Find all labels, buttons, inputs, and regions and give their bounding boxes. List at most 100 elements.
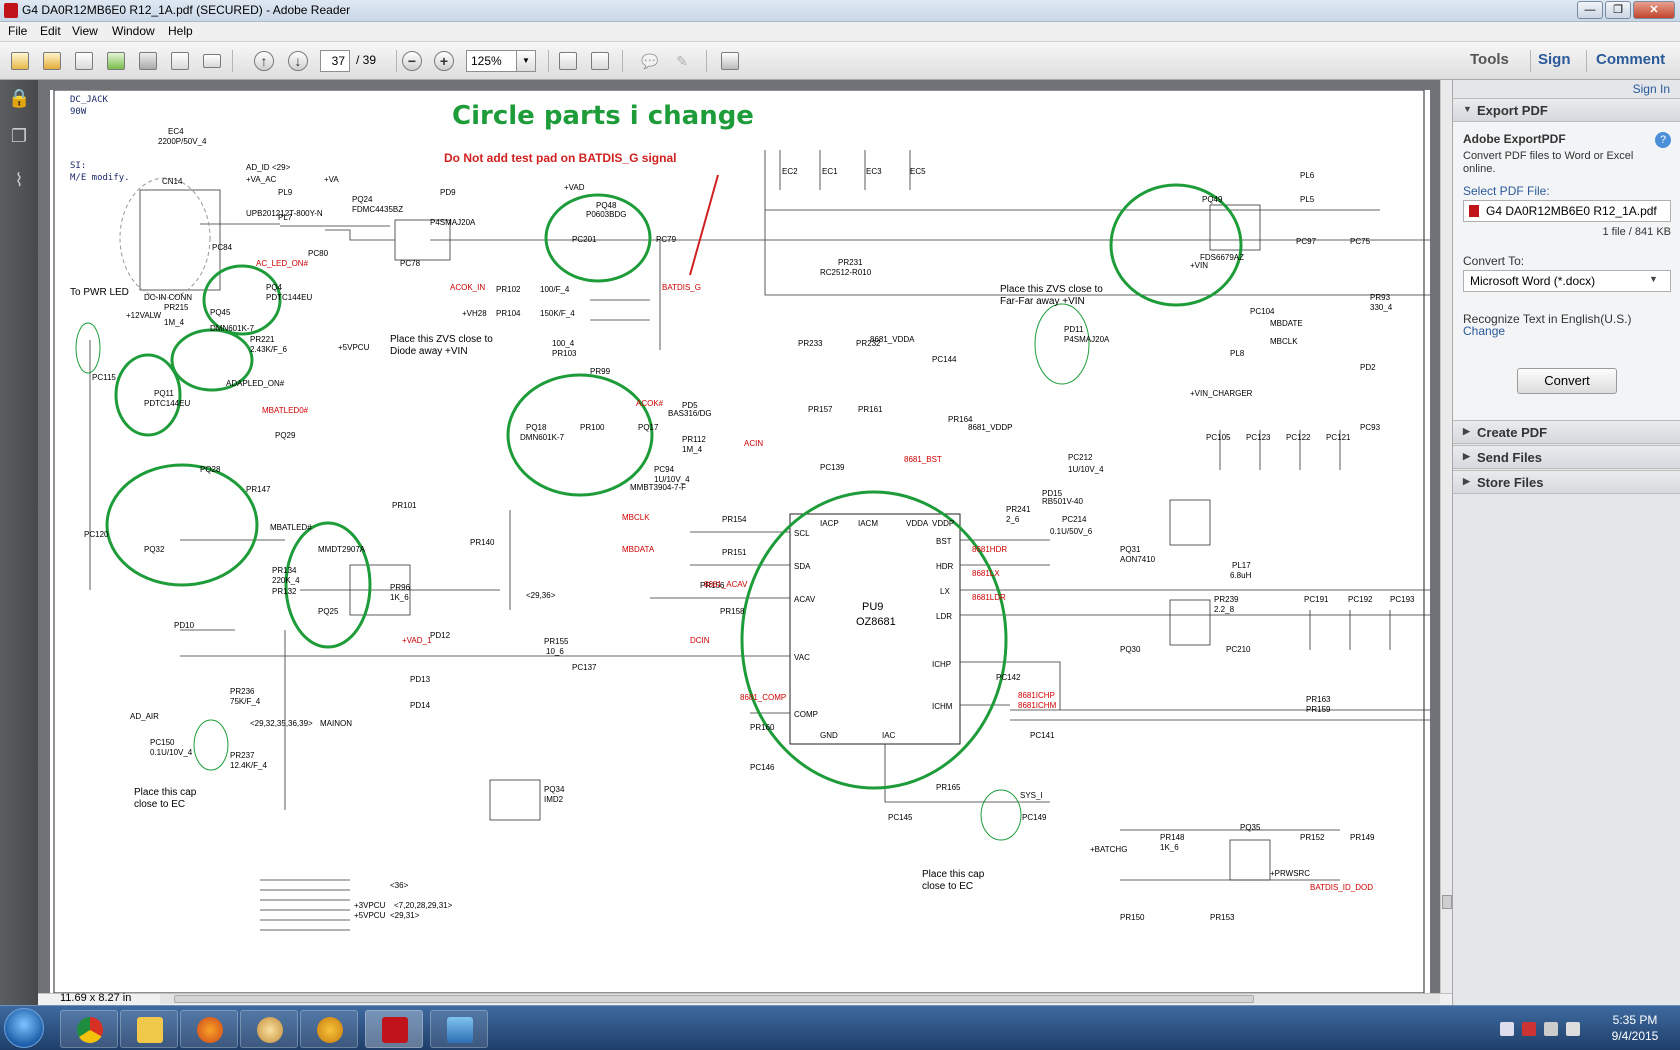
- action-center-icon[interactable]: [1522, 1022, 1536, 1036]
- schematic-label: PR165: [936, 783, 961, 792]
- schematic-label: PC104: [1250, 307, 1275, 316]
- schematic-label: PD5: [682, 401, 698, 410]
- schematic-label: 2.2_8: [1214, 605, 1235, 614]
- clock-time: 5:35 PM: [1612, 1013, 1658, 1027]
- schematic-label: PR134: [272, 566, 297, 575]
- schematic-label: 10_6: [546, 647, 564, 656]
- convert-to-select[interactable]: Microsoft Word (*.docx): [1463, 270, 1671, 292]
- schematic-label: 8681_BST: [904, 455, 942, 464]
- edit-icon[interactable]: [72, 49, 96, 73]
- media-player-icon[interactable]: [300, 1010, 358, 1048]
- collapsed-arrow-icon: ▶: [1463, 451, 1470, 461]
- comment-bubble-icon[interactable]: 💬: [641, 52, 659, 69]
- schematic-label: PC122: [1286, 433, 1311, 442]
- save-icon[interactable]: [136, 49, 160, 73]
- schematic-label: +PRWSRC: [1270, 869, 1310, 878]
- chrome-icon[interactable]: [60, 1010, 118, 1048]
- schematic-label: PR153: [1210, 913, 1235, 922]
- comment-link[interactable]: Comment: [1596, 51, 1666, 68]
- page-thumbnails-icon[interactable]: ❐: [10, 126, 28, 146]
- sign-link[interactable]: Sign: [1538, 51, 1571, 68]
- zoom-out-icon[interactable]: −: [400, 49, 424, 73]
- schematic-label: PL17: [1232, 561, 1251, 570]
- schematic-label: 8681LDR: [972, 593, 1006, 602]
- schematic-label: PR104: [496, 309, 521, 318]
- menu-edit[interactable]: Edit: [40, 24, 61, 38]
- fit-page-icon[interactable]: [556, 49, 580, 73]
- create-pdf-section-header[interactable]: ▶ Create PDF: [1453, 420, 1680, 444]
- chevron-down-icon[interactable]: ▼: [516, 50, 536, 72]
- schematic-label: MBDATE: [1270, 319, 1303, 328]
- create-pdf-icon[interactable]: [8, 49, 32, 73]
- schematic-label: 1K_6: [390, 593, 409, 602]
- pin-acav: ACAV: [794, 595, 816, 604]
- paint-icon[interactable]: [240, 1010, 298, 1048]
- schematic-label: PC214: [1062, 515, 1087, 524]
- firefox-icon[interactable]: [180, 1010, 238, 1048]
- schematic-label: BATDIS_ID_DOD: [1310, 883, 1373, 892]
- schematic-label: 100/F_4: [540, 285, 570, 294]
- clock[interactable]: 5:35 PM 9/4/2015: [1600, 1012, 1670, 1044]
- page-total: / 39: [356, 53, 377, 67]
- change-link[interactable]: Change: [1463, 324, 1506, 338]
- next-page-icon[interactable]: ↓: [286, 49, 310, 73]
- menu-help[interactable]: Help: [168, 24, 193, 38]
- menu-window[interactable]: Window: [112, 24, 155, 38]
- photo-viewer-icon[interactable]: [430, 1010, 488, 1048]
- schematic-label: <29,31>: [390, 911, 420, 920]
- help-icon[interactable]: ?: [1655, 132, 1671, 148]
- maximize-button[interactable]: ❐: [1605, 1, 1631, 19]
- menu-file[interactable]: File: [8, 24, 28, 38]
- horizontal-scrollbar[interactable]: [160, 994, 1440, 1004]
- email-icon[interactable]: [200, 49, 224, 73]
- schematic-label: 150K/F_4: [540, 309, 575, 318]
- schematic-label: 1K_6: [1160, 843, 1179, 852]
- send-files-section-header[interactable]: ▶ Send Files: [1453, 445, 1680, 469]
- attachments-icon[interactable]: ⌇: [14, 170, 24, 190]
- previous-page-icon[interactable]: ↑: [252, 49, 276, 73]
- zoom-in-icon[interactable]: +: [432, 49, 456, 73]
- pdf-file-icon: [1469, 205, 1479, 217]
- full-screen-icon[interactable]: [718, 49, 742, 73]
- schematic-label: PR239: [1214, 595, 1239, 604]
- schematic-label: PQ32: [144, 545, 165, 554]
- schematic-label: BATDIS_G: [662, 283, 701, 292]
- export-pdf-body: Adobe ExportPDF ? Convert PDF files to W…: [1453, 122, 1680, 422]
- sign-in-link[interactable]: Sign In: [1632, 82, 1670, 96]
- show-hidden-icons-icon[interactable]: [1500, 1022, 1514, 1036]
- convert-button[interactable]: Convert: [1517, 368, 1617, 394]
- schematic-label: EC2: [782, 167, 798, 176]
- schematic-label: PQ35: [1240, 823, 1261, 832]
- vertical-scrollbar[interactable]: [1440, 80, 1452, 993]
- upload-icon[interactable]: [104, 49, 128, 73]
- scroll-thumb[interactable]: [1442, 895, 1452, 909]
- document-view[interactable]: DC_JACK 90W SI: M/E modify. Circle parts…: [38, 80, 1452, 993]
- horizontal-scroll-thumb[interactable]: [174, 995, 1254, 1003]
- page-number-input[interactable]: 37: [320, 50, 350, 72]
- selected-file-field[interactable]: G4 DA0R12MB6E0 R12_1A.pdf: [1463, 200, 1671, 222]
- schematic-label: PR147: [246, 485, 271, 494]
- cap-note-2b: close to EC: [922, 881, 973, 892]
- start-button[interactable]: [4, 1008, 44, 1048]
- export-pdf-section-header[interactable]: ▼ Export PDF: [1453, 98, 1680, 122]
- lock-icon[interactable]: 🔒: [8, 88, 31, 108]
- fit-width-icon[interactable]: [588, 49, 612, 73]
- menu-view[interactable]: View: [72, 24, 98, 38]
- print-icon[interactable]: [168, 49, 192, 73]
- close-button[interactable]: ✕: [1633, 1, 1675, 19]
- minimize-button[interactable]: —: [1577, 1, 1603, 19]
- open-icon[interactable]: [40, 49, 64, 73]
- schematic-label: PC193: [1390, 595, 1415, 604]
- adobe-reader-icon[interactable]: [365, 1010, 423, 1048]
- schematic-label: 2.43K/F_6: [250, 345, 287, 354]
- zoom-level-select[interactable]: 125%: [466, 50, 526, 72]
- volume-icon[interactable]: [1566, 1022, 1580, 1036]
- network-icon[interactable]: [1544, 1022, 1558, 1036]
- schematic-label: PR221: [250, 335, 275, 344]
- tools-link[interactable]: Tools: [1470, 51, 1509, 68]
- explorer-icon[interactable]: [120, 1010, 178, 1048]
- schematic-label: PR148: [1160, 833, 1185, 842]
- highlight-icon[interactable]: ✎: [676, 52, 688, 69]
- store-files-section-header[interactable]: ▶ Store Files: [1453, 470, 1680, 494]
- schematic-label: PR232: [856, 339, 881, 348]
